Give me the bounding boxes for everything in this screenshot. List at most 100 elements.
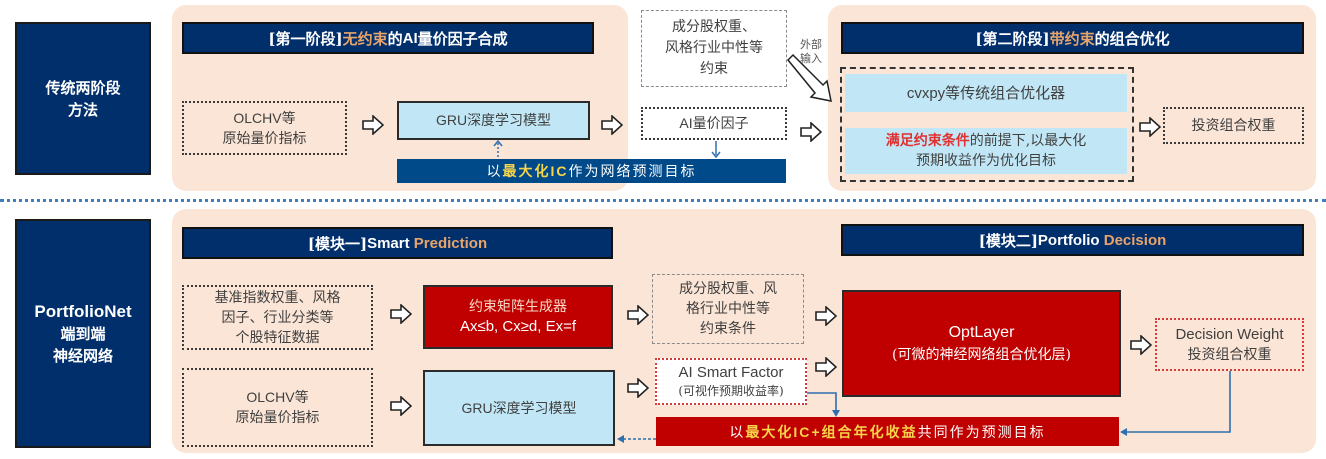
stage1-header: [第一阶段] 无约束 的 AI 量价因子合成 xyxy=(182,22,594,54)
decision-line-1: Decision Weight xyxy=(1175,325,1284,343)
external-input-line-1: 外部 xyxy=(800,38,822,51)
objective-red: 满足约束条件 xyxy=(885,133,970,149)
gru-zh: 深度学习模型 xyxy=(467,113,552,129)
stage2-header-suffix: 的组合优化 xyxy=(1094,29,1170,48)
optimizer-en: cvxpy xyxy=(906,84,946,102)
constraint-matrix-box: 约束矩阵生成器 Ax≤b, Cx≥d, Ex=f xyxy=(423,285,613,349)
external-input-arrow-icon xyxy=(786,53,832,102)
objective-rest: 的前提下,以最大化 xyxy=(969,133,1087,149)
module1-prefix: [模块一] xyxy=(307,234,368,253)
constraint-line-3: 约束 xyxy=(700,61,728,77)
constraint-line-1: 成分股权重、风 xyxy=(679,281,777,297)
smart-factor-box: AI Smart Factor (可视作预期收益率) xyxy=(655,358,807,405)
constraint-line-3: 约束条件 xyxy=(700,321,756,337)
target-highlight-en: IC+ xyxy=(793,423,822,440)
factor-zh: 量价因子 xyxy=(692,116,749,132)
objective-line2: 预期收益作为优化目标 xyxy=(916,153,1056,169)
traditional-method-label: 传统两阶段 方法 xyxy=(15,22,151,175)
optlayer-line-1: OptLayer xyxy=(948,323,1015,341)
target-highlight: 最大化 xyxy=(502,164,551,180)
arrow-right-icon xyxy=(390,304,412,324)
module1-en: Smart xyxy=(367,234,414,252)
module2-en: Portfolio xyxy=(1037,231,1104,249)
feature-line-2: 因子、行业分类等 xyxy=(221,309,334,326)
weight-label: 投资组合权重 xyxy=(1191,117,1276,134)
stage1-header-highlight: 无约束 xyxy=(342,29,388,48)
stage2-header-prefix: [第二阶段] xyxy=(975,29,1050,48)
target-highlight-2: 组合年化收益 xyxy=(821,424,918,441)
arrow-right-icon xyxy=(800,122,822,142)
input-line2: 原始量价指标 xyxy=(235,410,320,426)
decision-line-2: 投资组合权重 xyxy=(1187,346,1272,363)
stage1-header-en: AI xyxy=(402,29,418,47)
stage1-header-prefix: [第一阶段] xyxy=(268,29,343,48)
feature-box: 基准指数权重、风格 因子、行业分类等 个股特征数据 xyxy=(182,285,373,350)
side-en: PortfolioNet xyxy=(34,301,132,321)
bottom-target-bar: 以 最大化 IC+ 组合年化收益 共同作为预测目标 xyxy=(656,417,1119,446)
constraint-line-2: 格行业中性等 xyxy=(686,301,770,317)
input-line1-zh: 等 xyxy=(294,390,309,406)
external-input-line-2: 输入 xyxy=(800,52,822,65)
optlayer-line-2: (可微的神经网络组合优化层) xyxy=(892,346,1071,363)
input-line1-zh: 等 xyxy=(281,110,296,127)
arrow-right-icon xyxy=(627,305,649,325)
feature-line-3: 个股特征数据 xyxy=(235,329,320,346)
module1-header: [模块一] Smart Prediction xyxy=(182,227,613,259)
gru-en: GRU xyxy=(435,112,468,128)
arrow-right-icon xyxy=(627,378,649,398)
arrow-right-icon xyxy=(1139,117,1161,137)
side-line-2: 方法 xyxy=(67,100,98,119)
module2-prefix: [模块二] xyxy=(978,231,1038,250)
optimizer-group xyxy=(840,67,1134,182)
module1-highlight: Prediction xyxy=(413,234,488,252)
input-line1-en: OLCHV xyxy=(233,109,282,126)
input-line2: 原始量价指标 xyxy=(222,130,307,147)
external-input-label: 外部 输入 xyxy=(800,38,822,66)
top-gru-box: GRU深度学习模型 xyxy=(397,101,590,140)
stage1-header-suffix: 量价因子合成 xyxy=(417,29,508,48)
arrow-right-icon xyxy=(601,115,623,135)
bottom-constraint-box: 成分股权重、风 格行业中性等 约束条件 xyxy=(652,274,804,344)
arrow-down-icon xyxy=(711,141,721,158)
target-highlight: 最大化 xyxy=(745,424,794,441)
optlayer-box: OptLayer (可微的神经网络组合优化层) xyxy=(842,290,1121,397)
constraint-line-2: 风格行业中性等 xyxy=(665,40,763,56)
side-line-1: 传统两阶段 xyxy=(45,78,121,97)
top-factor-box: AI量价因子 xyxy=(641,107,787,140)
arrow-right-icon xyxy=(815,306,837,326)
arrow-right-icon xyxy=(1130,335,1152,355)
top-input-box: OLCHV等 原始量价指标 xyxy=(182,101,347,155)
section-divider xyxy=(0,199,1326,202)
arrow-right-icon xyxy=(390,396,412,416)
bottom-input-box: OLCHV等 原始量价指标 xyxy=(182,368,373,447)
decision-weight-box: Decision Weight 投资组合权重 xyxy=(1155,318,1304,371)
objective-box: 满足约束条件的前提下,以最大化 预期收益作为优化目标 xyxy=(845,128,1127,174)
optimizer-box: cvxpy等传统组合优化器 xyxy=(845,74,1127,112)
portfolionet-label: PortfolioNet 端到端 神经网络 xyxy=(15,219,151,448)
matrix-line-2: Ax≤b, Cx≥d, Ex=f xyxy=(459,318,577,335)
matrix-line-1: 约束矩阵生成器 xyxy=(469,299,567,315)
factor-line-2: (可视作预期收益率) xyxy=(678,383,784,398)
target-prefix: 以 xyxy=(486,164,503,180)
top-weight-box: 投资组合权重 xyxy=(1163,107,1304,144)
arrow-right-icon xyxy=(362,115,384,135)
factor-en: AI xyxy=(679,115,693,131)
gru-en: GRU xyxy=(461,399,493,416)
constraint-line-1: 成分股权重、 xyxy=(672,19,756,35)
side-line-2: 端到端 xyxy=(60,324,106,343)
feature-line-1: 基准指数权重、风格 xyxy=(214,289,341,306)
gru-zh: 深度学习模型 xyxy=(492,400,577,417)
stage1-header-mid: 的 xyxy=(387,29,403,48)
stage2-header-highlight: 带约束 xyxy=(1049,29,1095,48)
optimizer-zh: 等传统组合优化器 xyxy=(945,83,1066,102)
stage2-header: [第二阶段] 带约束 的组合优化 xyxy=(841,22,1304,54)
side-line-3: 神经网络 xyxy=(52,346,113,365)
module2-highlight: Decision xyxy=(1103,231,1167,249)
target-suffix: 作为网络预测目标 xyxy=(568,164,697,180)
arrow-right-icon xyxy=(815,357,837,377)
target-prefix: 以 xyxy=(729,424,746,441)
arrow-up-icon xyxy=(493,140,503,157)
target-highlight-en: IC xyxy=(550,163,569,179)
target-suffix: 共同作为预测目标 xyxy=(917,424,1046,441)
top-constraint-box: 成分股权重、 风格行业中性等 约束 xyxy=(641,10,787,87)
